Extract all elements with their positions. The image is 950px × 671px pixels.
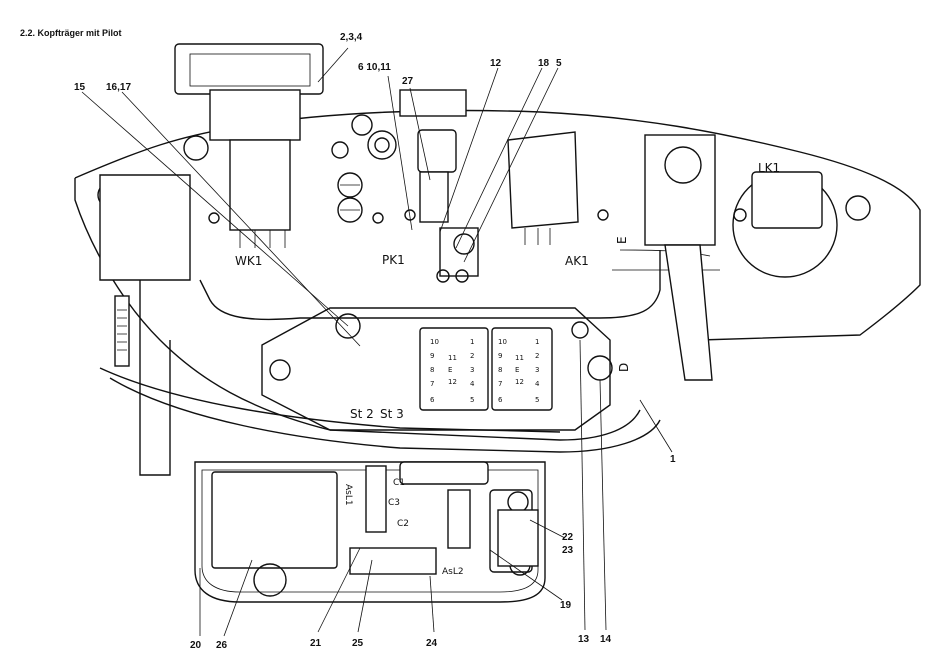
svg-text:2: 2 [535, 352, 539, 360]
callout-24: 24 [426, 638, 438, 649]
connector-st3: 10 1 9 11 2 8 E 3 7 12 4 6 5 [492, 328, 552, 410]
label-d: D [617, 363, 631, 372]
svg-text:1: 1 [470, 338, 474, 346]
label-st3: St 3 [380, 407, 404, 421]
left-bracket [100, 175, 190, 475]
callout-16-17: 16,17 [106, 82, 131, 93]
svg-text:10: 10 [498, 338, 507, 346]
label-c1: C1 [393, 478, 405, 488]
label-asl2: AsL2 [442, 567, 464, 577]
callout-2-3-4: 2,3,4 [340, 32, 363, 43]
label-c3: C3 [388, 498, 400, 508]
callout-20: 20 [190, 640, 202, 651]
label-asl1: AsL1 [343, 484, 353, 506]
svg-text:12: 12 [448, 378, 457, 386]
relay-ak1: AK1 [508, 132, 589, 268]
svg-text:5: 5 [470, 396, 474, 404]
relay-wk1: WK1 [175, 44, 323, 268]
screw-14 [588, 356, 612, 380]
svg-text:3: 3 [535, 366, 539, 374]
callout-26: 26 [216, 640, 228, 651]
svg-text:4: 4 [470, 380, 475, 388]
callout-25: 25 [352, 638, 364, 649]
callout-27: 27 [402, 76, 414, 87]
relay-lk1: LK1 E D [615, 135, 837, 380]
svg-text:7: 7 [498, 380, 502, 388]
svg-text:10: 10 [430, 338, 439, 346]
callout-19: 19 [560, 600, 572, 611]
electronics-box: AsL1 C1 C2 C3 AsL2 [195, 462, 545, 602]
svg-text:2: 2 [470, 352, 474, 360]
callout-21: 21 [310, 638, 322, 649]
callout-6-10-11: 6 10,11 [358, 62, 391, 73]
svg-text:9: 9 [430, 352, 434, 360]
callout-14: 14 [600, 634, 612, 645]
svg-text:5: 5 [535, 396, 539, 404]
svg-text:8: 8 [430, 366, 434, 374]
label-lk1: LK1 [758, 161, 780, 175]
svg-text:11: 11 [515, 354, 524, 362]
svg-text:11: 11 [448, 354, 457, 362]
label-c2: C2 [397, 519, 409, 529]
svg-text:E: E [448, 366, 452, 374]
callout-22: 22 [562, 532, 574, 543]
callout-1: 1 [670, 454, 676, 465]
connector-st2: 10 1 9 11 2 8 E 3 7 12 4 6 5 [420, 328, 488, 410]
svg-text:6: 6 [430, 396, 435, 404]
callout-12: 12 [490, 58, 502, 69]
callout-23: 23 [562, 545, 574, 556]
label-e: E [615, 236, 629, 244]
label-st2: St 2 [350, 407, 374, 421]
relay-pk1: PK1 [382, 90, 478, 282]
svg-text:12: 12 [515, 378, 524, 386]
svg-text:8: 8 [498, 366, 502, 374]
svg-text:7: 7 [430, 380, 434, 388]
svg-text:9: 9 [498, 352, 502, 360]
callout-13: 13 [578, 634, 590, 645]
screw-13 [572, 322, 588, 338]
svg-text:E: E [515, 366, 519, 374]
svg-text:6: 6 [498, 396, 503, 404]
svg-text:4: 4 [535, 380, 540, 388]
label-ak1: AK1 [565, 254, 589, 268]
label-pk1: PK1 [382, 253, 405, 267]
svg-text:3: 3 [470, 366, 474, 374]
callout-15: 15 [74, 82, 86, 93]
callout-5: 5 [556, 58, 562, 69]
callout-18: 18 [538, 58, 550, 69]
svg-text:1: 1 [535, 338, 539, 346]
label-wk1: WK1 [235, 254, 262, 268]
